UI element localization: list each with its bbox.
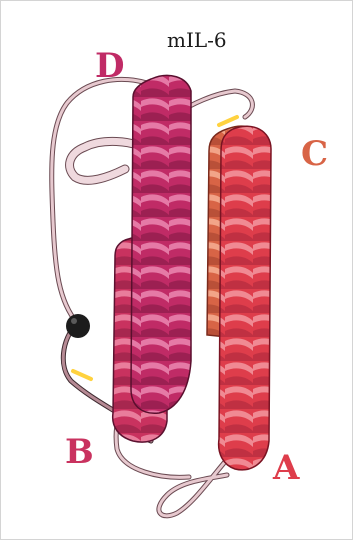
helix-label-B: B: [65, 432, 94, 472]
disulfide-bond-bottom: [73, 371, 91, 379]
helix-label-A: A: [272, 448, 300, 488]
helix-D: [131, 75, 191, 413]
residue-sphere-marker: [66, 314, 90, 338]
helix-label-C: C: [301, 134, 328, 174]
figure-title: mIL-6: [167, 28, 227, 52]
helix-A: [219, 126, 271, 470]
helix-label-D: D: [95, 46, 124, 86]
disulfide-bond-top: [219, 117, 237, 125]
